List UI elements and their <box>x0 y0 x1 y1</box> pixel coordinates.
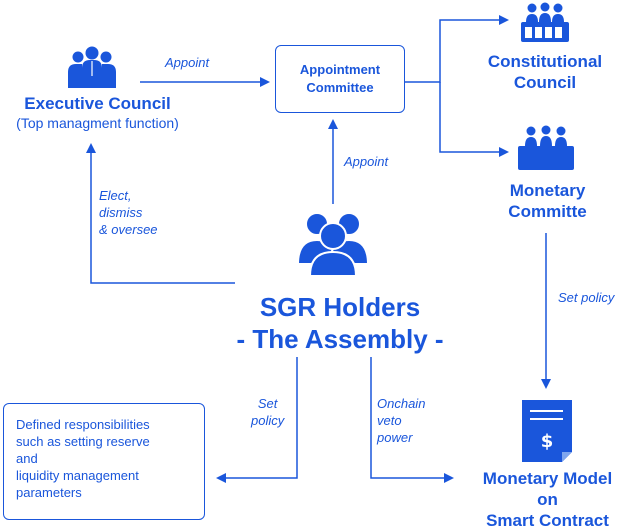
appointment-committee-box: Appointment Committee <box>275 45 405 113</box>
responsibilities-line2: such as setting reserve <box>16 434 150 449</box>
appointment-committee-line1: Appointment <box>299 62 381 77</box>
constitutional-council-line1: Constitutional <box>487 52 603 71</box>
edge-label-set-policy-left: Set policy <box>251 395 284 429</box>
edge-label-veto: Onchain veto power <box>377 395 425 446</box>
executive-council-subtitle: (Top managment function) <box>16 115 179 131</box>
edge-assembly-to-responsibilities <box>216 357 298 483</box>
edge-label-set-policy-right: Set policy <box>558 290 615 305</box>
responsibilities-box: Defined responsibilities such as setting… <box>3 403 205 520</box>
constitutional-council-line2: Council <box>513 73 577 92</box>
edge-assembly-to-model <box>370 357 454 483</box>
monetary-committee-line2: Committe <box>508 202 587 221</box>
responsibilities-line5: parameters <box>16 485 82 500</box>
executive-council-title: Executive Council <box>24 94 171 113</box>
monetary-committee-title: Monetary Committe <box>475 180 620 222</box>
edge-label-elect: Elect, dismiss & oversee <box>99 187 158 238</box>
edge-label-elect-line3: & oversee <box>99 222 158 237</box>
appointment-committee-line2: Committee <box>306 80 374 95</box>
edge-label-veto-line2: veto <box>377 413 402 428</box>
edge-appointment-to-constitutional <box>405 15 509 83</box>
edge-label-veto-line1: Onchain <box>377 396 426 411</box>
edge-label-appoint-top: Appoint <box>165 55 210 70</box>
edge-label-veto-line3: power <box>377 430 413 445</box>
constitutional-council-title: Constitutional Council <box>470 51 620 93</box>
sgr-holders-title: SGR Holders - The Assembly - <box>195 291 485 355</box>
responsibilities-line4: liquidity management <box>16 468 139 483</box>
monetary-model-line3: Smart Contract <box>486 511 609 530</box>
monetary-model-line1: Monetary Model <box>482 469 613 488</box>
edge-label-set-policy-left-line2: policy <box>251 413 285 428</box>
edge-label-elect-line1: Elect, <box>99 188 132 203</box>
responsibilities-line3: and <box>16 451 38 466</box>
edge-label-elect-line2: dismiss <box>99 205 143 220</box>
edge-label-set-policy-left-line1: Set <box>257 396 278 411</box>
monetary-committee-line1: Monetary <box>509 181 586 200</box>
monetary-model-line2: on <box>537 490 558 509</box>
sgr-holders-line2: - The Assembly - <box>236 324 444 354</box>
edge-assembly-to-executive <box>86 143 235 284</box>
sgr-holders-line1: SGR Holders <box>259 292 421 322</box>
monetary-model-title: Monetary Model on Smart Contract <box>465 468 630 531</box>
responsibilities-line1: Defined responsibilities <box>16 417 150 432</box>
edge-appointment-to-monetary <box>439 82 509 157</box>
edge-label-appoint-mid: Appoint <box>344 154 389 169</box>
